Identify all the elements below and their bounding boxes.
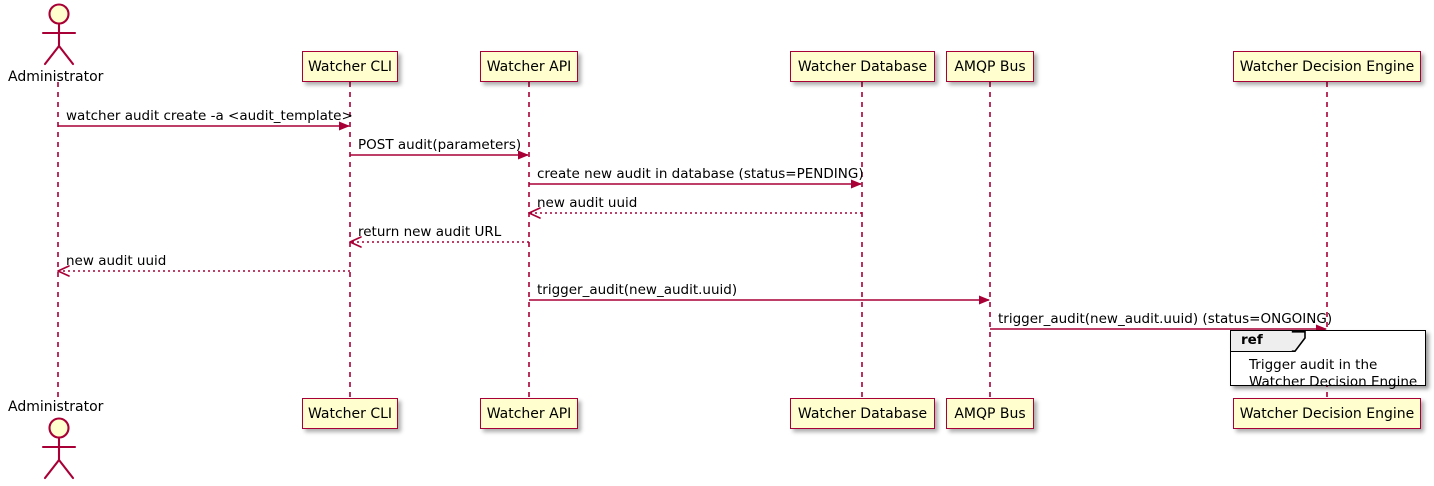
ref-body-line2: Watcher Decision Engine: [1249, 374, 1418, 390]
message-label-5: return new audit URL: [358, 224, 502, 240]
actor-figure-bottom: [30, 416, 88, 484]
message-arrowhead-7: [979, 295, 990, 305]
message-arrowhead-3: [851, 179, 862, 189]
message-arrowhead-6: [57, 265, 70, 277]
actor-label-bottom: Administrator: [8, 399, 104, 415]
lifelines-group: [57, 82, 1328, 398]
participant-db-bottom[interactable]: Watcher Database: [790, 398, 935, 429]
message-arrowhead-5: [349, 236, 362, 248]
participant-label: Watcher Database: [797, 405, 928, 422]
participant-label: Watcher API: [486, 58, 572, 75]
message-label-6: new audit uuid: [66, 253, 167, 269]
ref-body-text: Trigger audit in the Watcher Decision En…: [1249, 357, 1417, 391]
message-arrowhead-4: [528, 207, 541, 219]
ref-tab-corner-icon: [1291, 331, 1306, 353]
ref-body-line1: Trigger audit in the: [1249, 357, 1378, 373]
participant-label: Watcher Database: [797, 58, 928, 75]
participant-cli-top[interactable]: Watcher CLI: [302, 51, 398, 82]
participant-amqp-top[interactable]: AMQP Bus: [946, 51, 1034, 82]
message-arrowhead-1: [339, 121, 350, 131]
participant-db-top[interactable]: Watcher Database: [790, 51, 935, 82]
message-label-4: new audit uuid: [537, 195, 638, 211]
message-label-7: trigger_audit(new_audit.uuid): [537, 282, 738, 298]
message-arrowhead-2: [518, 150, 529, 160]
participant-label: AMQP Bus: [954, 405, 1026, 422]
participant-label: Watcher Decision Engine: [1239, 58, 1415, 75]
participant-api-bottom[interactable]: Watcher API: [480, 398, 578, 429]
participant-label: Watcher API: [486, 405, 572, 422]
participant-cli-bottom[interactable]: Watcher CLI: [302, 398, 398, 429]
ref-tab-label: ref: [1241, 332, 1263, 348]
participant-label: Watcher CLI: [307, 58, 393, 75]
message-label-8: trigger_audit(new_audit.uuid) (status=ON…: [998, 311, 1333, 327]
message-label-1: watcher audit create -a <audit_template>: [66, 108, 353, 124]
participant-engine-top[interactable]: Watcher Decision Engine: [1233, 51, 1421, 82]
message-label-2: POST audit(parameters): [358, 137, 522, 153]
participant-label: Watcher Decision Engine: [1239, 405, 1415, 422]
actor-figure-top: [30, 2, 88, 70]
ref-fragment: ref Trigger audit in the Watcher Decisio…: [1230, 330, 1426, 390]
participant-api-top[interactable]: Watcher API: [480, 51, 578, 82]
message-label-3: create new audit in database (status=PEN…: [537, 166, 864, 182]
actor-label-top: Administrator: [8, 69, 104, 85]
participant-label: AMQP Bus: [954, 58, 1026, 75]
participant-amqp-bottom[interactable]: AMQP Bus: [946, 398, 1034, 429]
participant-engine-bottom[interactable]: Watcher Decision Engine: [1233, 398, 1421, 429]
participant-label: Watcher CLI: [307, 405, 393, 422]
messages-group: [57, 121, 1327, 334]
